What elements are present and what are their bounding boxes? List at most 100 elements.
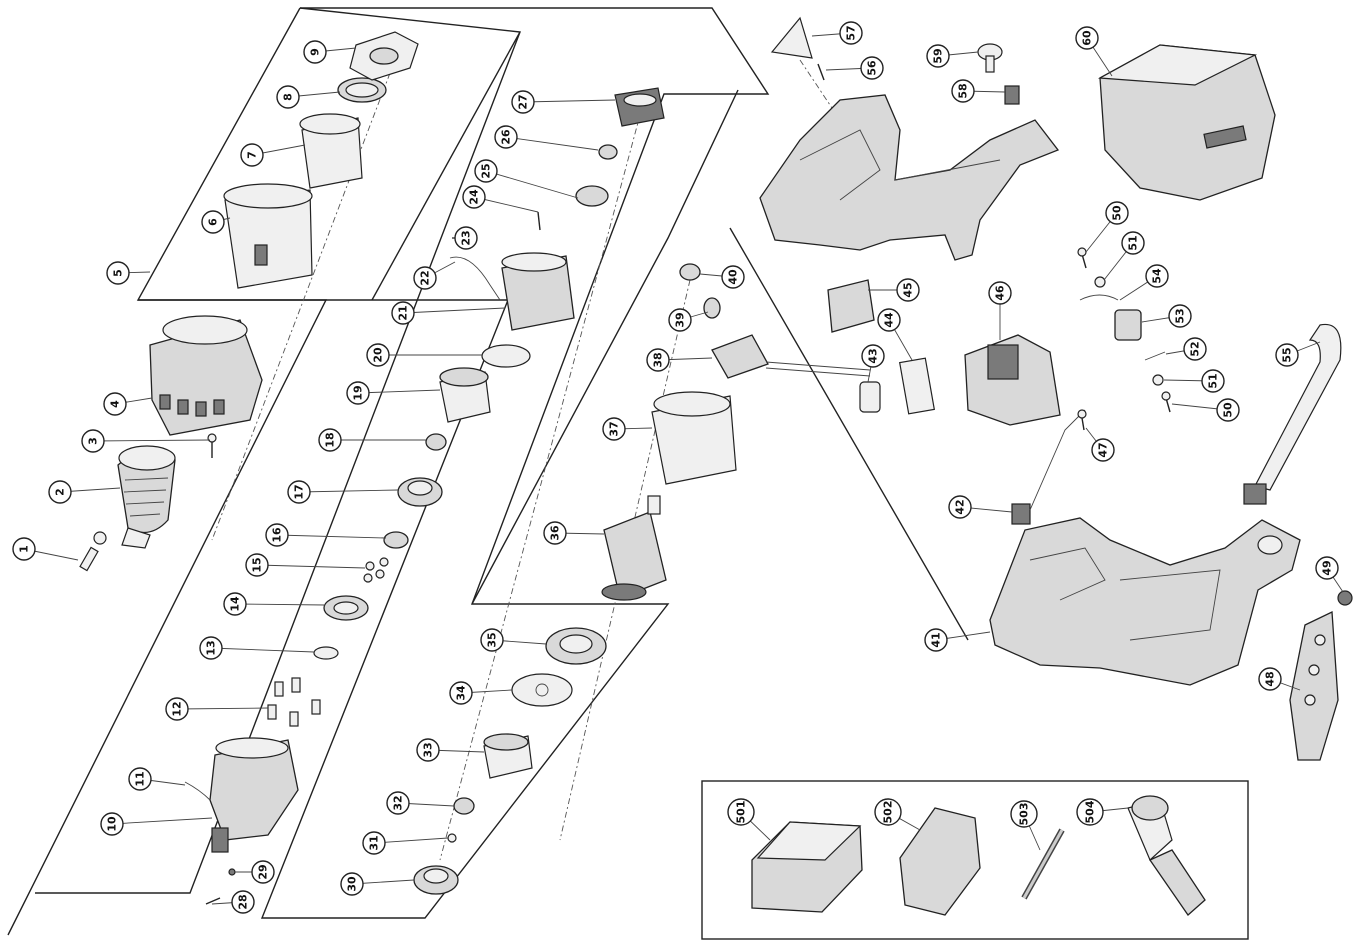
callout-bubble bbox=[1075, 26, 1099, 50]
part-number-label: 22 bbox=[419, 270, 432, 285]
callout-p24: 24 bbox=[462, 185, 539, 213]
callout-bubble bbox=[860, 56, 884, 80]
callout-bubble bbox=[1105, 201, 1129, 225]
screw-part-56 bbox=[817, 63, 825, 81]
leader-line bbox=[298, 489, 399, 493]
part-number-label: 37 bbox=[608, 421, 621, 436]
callout-bubble bbox=[951, 79, 975, 103]
callout-bubble bbox=[1145, 264, 1169, 288]
callout-p34: 34 bbox=[449, 681, 513, 705]
callout-p21: 21 bbox=[391, 301, 506, 325]
part-number-label: 38 bbox=[652, 352, 665, 367]
screw-part-50b bbox=[1161, 391, 1171, 413]
cover-part-45 bbox=[827, 279, 875, 333]
planet-carrier-part-17 bbox=[397, 477, 443, 507]
side-handle-part-504 bbox=[1127, 795, 1206, 916]
accessory-parts bbox=[751, 795, 1206, 916]
part-number-label: 46 bbox=[994, 285, 1007, 301]
part-number-label: 36 bbox=[549, 525, 562, 541]
callout-bubble bbox=[874, 798, 902, 826]
callout-bubble bbox=[462, 185, 486, 209]
part-number-label: 56 bbox=[866, 60, 879, 76]
callout-p35: 35 bbox=[480, 628, 547, 652]
bearing-part-39 bbox=[703, 297, 721, 319]
callout-bubble bbox=[1216, 398, 1240, 422]
callout-p30: 30 bbox=[340, 872, 415, 896]
callout-p36: 36 bbox=[543, 521, 605, 545]
part-number-label: 59 bbox=[932, 48, 945, 63]
callout-p45: 45 bbox=[868, 278, 920, 302]
washer-part-13 bbox=[313, 646, 339, 660]
leader-line bbox=[485, 170, 579, 199]
button-part-59 bbox=[977, 43, 1003, 73]
part-number-label: 10 bbox=[106, 816, 119, 832]
callout-p48: 48 bbox=[1258, 667, 1301, 691]
callout-bubble bbox=[386, 791, 410, 815]
callout-p37: 37 bbox=[602, 417, 653, 441]
callout-p26: 26 bbox=[494, 125, 599, 151]
pins-part-12 bbox=[267, 677, 321, 727]
callout-bubble bbox=[303, 40, 327, 64]
leader-line bbox=[92, 439, 211, 442]
callout-p11: 11 bbox=[128, 767, 186, 791]
callout-bubble bbox=[48, 480, 72, 504]
callout-bubble bbox=[721, 265, 745, 289]
switch-lead-part-42 bbox=[1011, 409, 1086, 525]
part-number-label: 12 bbox=[171, 701, 184, 716]
part-number-label: 50 bbox=[1111, 205, 1124, 221]
callout-bubble bbox=[103, 392, 127, 416]
clutch-housing-part-4 bbox=[149, 315, 263, 436]
callouts: 1234567891011121314151617181920212223242… bbox=[12, 21, 1344, 914]
callout-p58: 58 bbox=[951, 79, 1006, 103]
part-number-label: 501 bbox=[735, 801, 748, 824]
callout-p41: 41 bbox=[924, 628, 991, 652]
part-number-label: 20 bbox=[372, 347, 385, 363]
part-number-label: 51 bbox=[1207, 373, 1220, 388]
part-number-label: 31 bbox=[368, 835, 381, 850]
callout-bubble bbox=[201, 210, 225, 234]
callout-p49: 49 bbox=[1315, 556, 1344, 593]
chuck-parts bbox=[79, 31, 419, 853]
part-number-label: 1 bbox=[18, 545, 31, 553]
callout-bubble bbox=[276, 85, 300, 109]
callout-bubble bbox=[287, 480, 311, 504]
ring-part-19 bbox=[439, 367, 491, 423]
gear-part-26 bbox=[598, 144, 618, 160]
motor-housing-part-37 bbox=[651, 391, 737, 485]
battery-part-60 bbox=[1097, 44, 1276, 201]
part-number-label: 3 bbox=[87, 437, 100, 445]
callout-p501: 501 bbox=[727, 798, 771, 841]
callout-bubble bbox=[318, 428, 342, 452]
callout-bubble bbox=[391, 301, 415, 325]
part-number-label: 55 bbox=[1281, 347, 1294, 362]
group-outlines bbox=[7, 7, 1249, 940]
callout-bubble bbox=[265, 523, 289, 547]
callout-bubble bbox=[1168, 304, 1192, 328]
housing-part-41 bbox=[989, 517, 1301, 686]
callout-p2: 2 bbox=[48, 480, 121, 504]
callout-p23: 23 bbox=[452, 226, 478, 250]
callout-p503: 503 bbox=[1010, 800, 1041, 851]
leader-line bbox=[111, 817, 213, 825]
callout-p13: 13 bbox=[199, 636, 315, 660]
part-number-label: 16 bbox=[271, 527, 284, 543]
leader-line bbox=[276, 534, 387, 539]
callout-p504: 504 bbox=[1076, 798, 1129, 826]
leader-line bbox=[256, 564, 366, 569]
balls-part-15 bbox=[363, 557, 389, 583]
leader-line bbox=[176, 707, 269, 710]
part-number-label: 50 bbox=[1222, 402, 1235, 418]
strap-part-55 bbox=[1243, 323, 1342, 505]
callout-p54: 54 bbox=[1119, 264, 1169, 301]
callout-bubble bbox=[543, 521, 567, 545]
part-number-label: 25 bbox=[480, 163, 493, 178]
callout-bubble bbox=[896, 278, 920, 302]
switch-part-46 bbox=[964, 334, 1061, 426]
bearing-part-40 bbox=[679, 263, 701, 281]
screw-part-3 bbox=[207, 433, 217, 458]
callout-p56: 56 bbox=[825, 56, 884, 80]
label-part-44 bbox=[898, 357, 936, 415]
callout-p50b: 50 bbox=[1171, 398, 1240, 422]
lead-wire-part-54 bbox=[1079, 294, 1119, 301]
callout-bubble bbox=[926, 44, 950, 68]
